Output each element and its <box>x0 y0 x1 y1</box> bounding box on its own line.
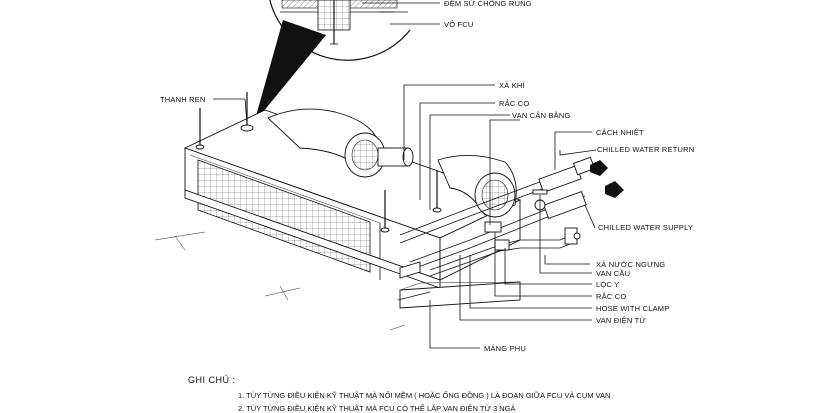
label-van-can-bang: VAN CÂN BẰNG <box>512 111 571 120</box>
labels: ĐỆM SỨ CHỐNG RUNG VỎ FCU THANH REN XẢ KH… <box>160 0 694 353</box>
label-mang-phu: MÁNG PHỤ <box>484 344 526 353</box>
axis-marks <box>154 231 406 331</box>
note-line-2: 2. TÙY TỪNG ĐIỀU KIỆN KỸ THUẬT MÀ FCU CÓ… <box>238 403 515 413</box>
label-xa-khi: XẢ KHÍ <box>499 81 526 90</box>
label-dem-su: ĐỆM SỨ CHỐNG RUNG <box>444 0 532 8</box>
return-arrow <box>590 160 608 176</box>
supply-arrow <box>605 181 624 198</box>
blower <box>267 108 517 218</box>
label-rac-co-top: RẮC CO <box>499 99 529 108</box>
label-vo-fcu: VỎ FCU <box>444 20 474 29</box>
label-thanh-ren: THANH REN <box>160 95 206 104</box>
label-van-dien-tu: VAN ĐIỆN TỪ <box>596 316 646 325</box>
label-hose: HOSE WITH CLAMP <box>596 304 669 313</box>
leader-lines <box>213 2 597 349</box>
note-line-1: 1. TÙY TỪNG ĐIỀU KIỆN KỸ THUẬT MÀ NỐI MỀ… <box>238 390 610 400</box>
label-rac-co-bottom: RẮC CO <box>596 292 626 301</box>
label-van-cau: VAN CẦU <box>596 268 630 278</box>
notes: GHI CHÚ : 1. TÙY TỪNG ĐIỀU KIỆN KỸ THUẬT… <box>188 375 610 413</box>
label-xa-nuoc-ngung: XẢ NƯỚC NGƯNG <box>596 260 665 269</box>
flow-arrows <box>590 160 624 198</box>
detail-callout <box>254 0 411 123</box>
label-chilled-return: CHILLED WATER RETURN <box>597 145 694 154</box>
auxiliary-drain-pan <box>397 281 521 309</box>
label-loc-y: LỌC Y <box>596 280 619 289</box>
label-cach-nhiet: CÁCH NHIỆT <box>596 128 644 137</box>
label-chilled-supply: CHILLED WATER SUPPLY <box>598 223 693 232</box>
fcu-unit <box>183 92 522 289</box>
notes-heading: GHI CHÚ : <box>188 375 236 385</box>
piping <box>399 156 596 279</box>
